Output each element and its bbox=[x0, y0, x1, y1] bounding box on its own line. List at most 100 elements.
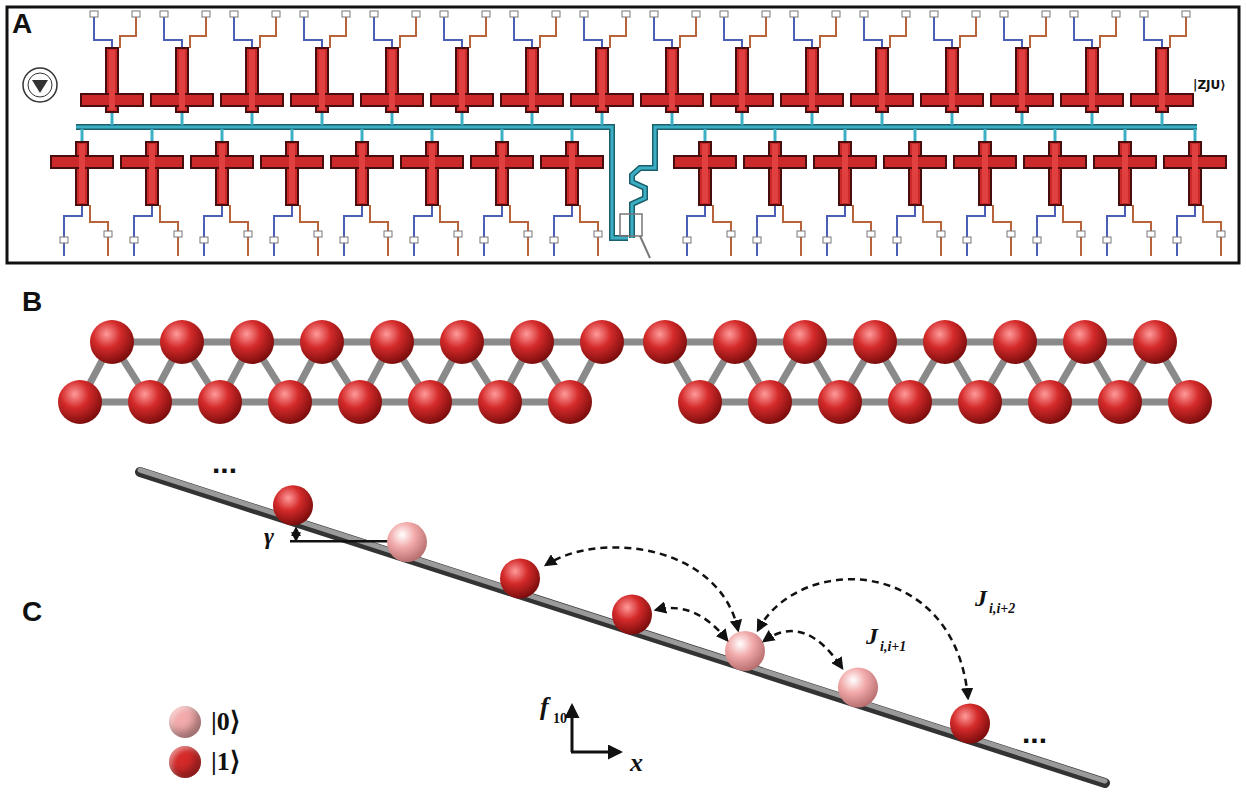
bond-pad bbox=[832, 11, 840, 17]
qubit-cross bbox=[261, 142, 323, 205]
bond-pad bbox=[720, 11, 728, 17]
bond-pad bbox=[90, 11, 98, 17]
math-label: x bbox=[630, 750, 643, 776]
bond-pad bbox=[622, 11, 630, 17]
qubit-sphere bbox=[300, 320, 344, 364]
coupler-stub bbox=[811, 112, 814, 125]
qubit-sphere bbox=[1133, 320, 1177, 364]
control-wire bbox=[1107, 205, 1125, 256]
qubit-cross bbox=[51, 142, 113, 205]
bond-pad bbox=[480, 237, 488, 243]
axis-arrow bbox=[571, 706, 574, 752]
qubit-sphere bbox=[678, 380, 722, 424]
qubit-sphere bbox=[500, 558, 540, 598]
bond-pad bbox=[692, 11, 700, 17]
qubit-cross bbox=[401, 142, 463, 205]
coupler-stub bbox=[1021, 112, 1024, 125]
qubit-sphere bbox=[1098, 380, 1142, 424]
lattice-panel bbox=[58, 320, 1212, 424]
qubit-sphere bbox=[128, 380, 172, 424]
bond-pad bbox=[132, 11, 140, 17]
qubit-cross bbox=[151, 48, 213, 112]
continuation-dots: ... bbox=[212, 448, 237, 478]
panel-letter: A bbox=[12, 10, 32, 38]
coupler-stub bbox=[1161, 112, 1164, 125]
bond-pad bbox=[1182, 11, 1190, 17]
bond-pad bbox=[1070, 11, 1078, 17]
qubit-sphere bbox=[643, 320, 687, 364]
coupler-stub bbox=[1124, 129, 1127, 142]
bond-pad bbox=[753, 237, 761, 243]
qubit-sphere bbox=[370, 320, 414, 364]
bond-pad bbox=[937, 231, 945, 237]
axis-arrow bbox=[571, 751, 620, 754]
coupler-stub bbox=[431, 129, 434, 142]
bond-pad bbox=[893, 237, 901, 243]
coupler-stub bbox=[571, 129, 574, 142]
qubit-sphere bbox=[230, 320, 274, 364]
panel-letter: C bbox=[22, 598, 42, 626]
control-wire bbox=[344, 205, 362, 256]
qubit-cross bbox=[221, 48, 283, 112]
bond-pad bbox=[482, 11, 490, 17]
qubit-sphere bbox=[1028, 380, 1072, 424]
qubit-cross bbox=[711, 48, 773, 112]
control-wire bbox=[827, 205, 845, 256]
bond-pad bbox=[1007, 231, 1015, 237]
bond-pad bbox=[930, 11, 938, 17]
bond-pad bbox=[230, 11, 238, 17]
bond-pad bbox=[550, 237, 558, 243]
qubit-cross bbox=[1164, 142, 1226, 205]
math-label: f bbox=[540, 694, 549, 720]
qubit-sphere bbox=[440, 320, 484, 364]
bond-pad bbox=[270, 237, 278, 243]
qubit-sphere bbox=[1063, 320, 1107, 364]
qubit-sphere bbox=[958, 380, 1002, 424]
tilted-chain-panel bbox=[140, 470, 1105, 783]
coupler-stub bbox=[151, 129, 154, 142]
qubit-cross bbox=[921, 48, 983, 112]
panel-letter: B bbox=[22, 288, 42, 316]
bond-pad bbox=[440, 11, 448, 17]
bond-pad bbox=[454, 231, 462, 237]
bond-pad bbox=[510, 11, 518, 17]
qubit-sphere bbox=[853, 320, 897, 364]
control-wire bbox=[640, 236, 650, 258]
bond-pad bbox=[104, 231, 112, 237]
bond-pad bbox=[1173, 237, 1181, 243]
coupler-stub bbox=[461, 112, 464, 125]
qubit-sphere bbox=[612, 595, 652, 635]
bond-pad bbox=[342, 11, 350, 17]
coupler-stub bbox=[111, 112, 114, 125]
qubit-sphere bbox=[268, 380, 312, 424]
bond-pad bbox=[1103, 237, 1111, 243]
coupling-arrow bbox=[656, 608, 727, 640]
bond-pad bbox=[130, 237, 138, 243]
coupler-stub bbox=[181, 112, 184, 125]
bond-pad bbox=[244, 231, 252, 237]
control-wire bbox=[757, 205, 775, 256]
bond-pad bbox=[963, 237, 971, 243]
legend-text: |0⟩ bbox=[211, 709, 240, 735]
coupler-stub bbox=[844, 129, 847, 142]
qubit-cross bbox=[121, 142, 183, 205]
qubit-cross bbox=[954, 142, 1016, 205]
qubit-cross bbox=[1131, 48, 1193, 112]
coupler-stub bbox=[221, 129, 224, 142]
bond-pad bbox=[1000, 11, 1008, 17]
coupler-stub bbox=[1054, 129, 1057, 142]
qubit-cross bbox=[331, 142, 393, 205]
qubit-sphere bbox=[160, 320, 204, 364]
qubit-cross bbox=[1061, 48, 1123, 112]
qubit-sphere bbox=[923, 320, 967, 364]
bond-pad bbox=[1112, 11, 1120, 17]
tilt-arrow bbox=[295, 528, 297, 540]
coupler-stub bbox=[391, 112, 394, 125]
coupler-stub bbox=[251, 112, 254, 125]
bond-pad bbox=[272, 11, 280, 17]
bond-pad bbox=[314, 231, 322, 237]
bond-pad bbox=[524, 231, 532, 237]
qubit-sphere bbox=[478, 380, 522, 424]
control-wire bbox=[204, 205, 222, 256]
